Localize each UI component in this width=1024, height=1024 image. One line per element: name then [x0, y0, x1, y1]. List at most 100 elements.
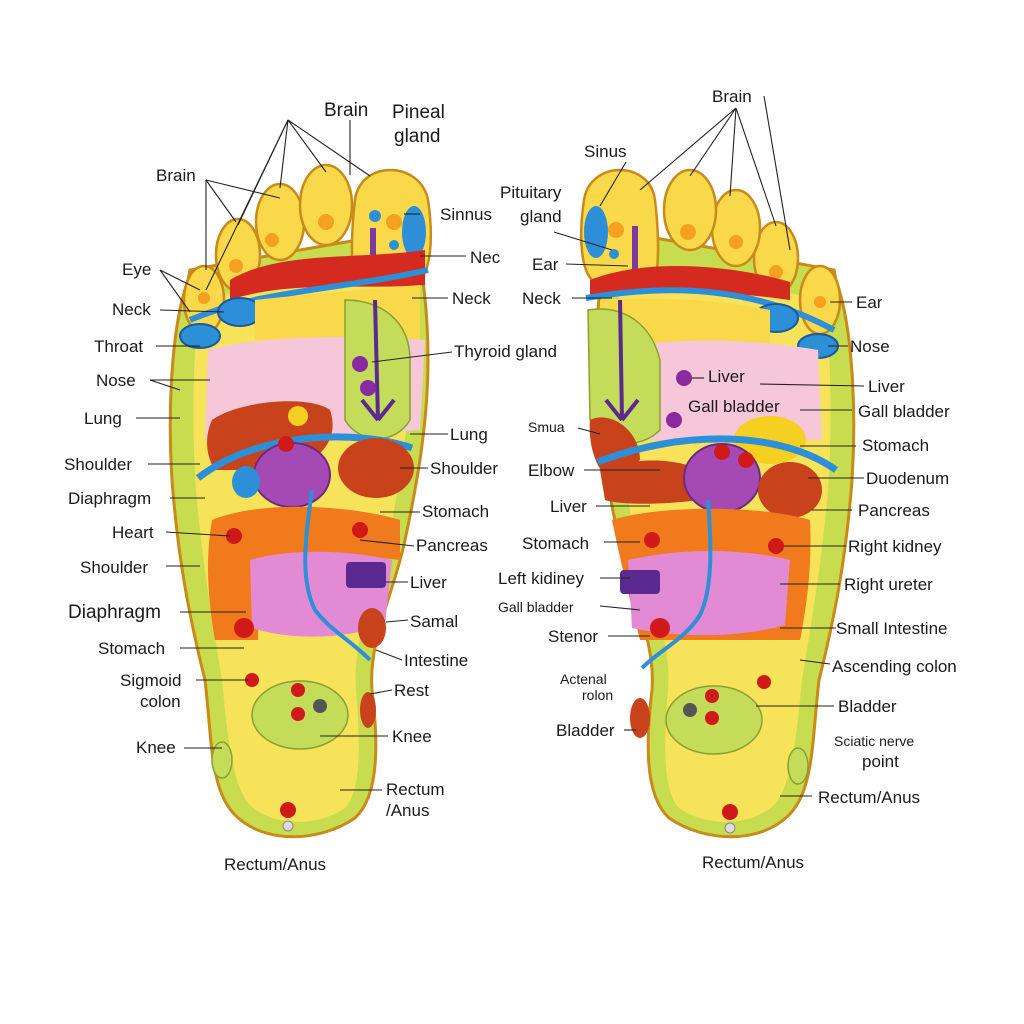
left-leader-lines	[136, 119, 466, 791]
right-toe-dot	[680, 224, 696, 240]
left-toe-dot	[389, 240, 399, 250]
label-diaphragm-2: Diaphragm	[68, 602, 161, 623]
label-small-intestine: Small Intestine	[836, 619, 948, 638]
left-knee-zone	[211, 741, 233, 779]
label-knee-right: Knee	[392, 727, 432, 746]
left-point	[291, 707, 305, 721]
label-pancreas: Pancreas	[416, 536, 488, 555]
left-kidney-zone	[253, 442, 331, 508]
label-brain: Brain	[712, 87, 752, 106]
label-bladder-left: Bladder	[556, 721, 615, 740]
label-shoulder-right: Shoulder	[430, 459, 498, 478]
left-second-toe	[298, 163, 354, 247]
label-pituitary: Pituitary	[500, 183, 562, 202]
label-shoulder-left: Shoulder	[64, 455, 132, 474]
label-lung-right: Lung	[450, 425, 488, 444]
label-sciatic-point: point	[862, 752, 899, 771]
left-thyroid-nerve	[360, 299, 396, 422]
right-third-toe	[710, 188, 762, 268]
label-ear-left: Ear	[532, 255, 559, 274]
label-eye: Eye	[122, 260, 151, 279]
label-right-ureter: Right ureter	[844, 575, 933, 594]
label-knee-left: Knee	[136, 738, 176, 757]
left-thyroid-dot	[360, 380, 376, 396]
label-neck: Neck	[522, 289, 561, 308]
left-toe-dot	[265, 233, 279, 247]
left-toe-dot	[198, 292, 210, 304]
left-big-toe-sinus-zone	[402, 206, 426, 258]
left-samal-zone	[358, 608, 386, 648]
right-dot	[676, 370, 692, 386]
left-stomach-zone	[338, 438, 414, 498]
label-samal: Samal	[410, 612, 458, 631]
label-ear-right: Ear	[856, 293, 883, 312]
right-small-intestine	[628, 551, 790, 636]
label-bladder-right: Bladder	[838, 697, 897, 716]
label-lung-left: Lung	[84, 409, 122, 428]
right-point	[738, 452, 754, 468]
label-liver: Liver	[410, 573, 447, 592]
label-sciatic-nerve: Sciatic nerve	[834, 733, 914, 749]
right-pituitary-mark	[632, 226, 638, 270]
right-second-toe	[662, 168, 718, 252]
right-ureter	[640, 499, 713, 670]
label-neck-left: Neck	[112, 300, 151, 319]
label-nec: Nec	[470, 248, 501, 267]
label-ascending-colon: Ascending colon	[832, 657, 957, 676]
left-point	[313, 699, 327, 713]
right-toe-dot	[814, 296, 826, 308]
left-third-toe	[254, 182, 306, 262]
label-pineal: Pineal	[392, 102, 445, 123]
left-foot	[136, 119, 466, 839]
label-sinus: Sinus	[584, 142, 627, 161]
label-rectum: Rectum	[386, 780, 445, 799]
label-gall-bladder-left: Gall bladder	[498, 599, 574, 615]
label-nose: Nose	[96, 371, 136, 390]
right-toe-dot	[769, 265, 783, 279]
label-pineal-gland: gland	[394, 126, 441, 147]
right-nerve	[604, 299, 640, 422]
label-rectum-anus: /Anus	[386, 801, 429, 820]
left-point	[280, 802, 296, 818]
left-pituitary-mark	[370, 228, 376, 266]
label-stenor: Stenor	[548, 627, 598, 646]
right-bladder-zone	[630, 698, 650, 738]
right-point	[705, 711, 719, 725]
label-sigmoid: Sigmoid	[120, 671, 181, 690]
label-rectum-anus-bottom: Rectum/Anus	[702, 853, 804, 872]
left-thyroid-dot	[352, 356, 368, 372]
label-stomach-right: Stomach	[422, 502, 489, 521]
label-thyroid-gland: Thyroid gland	[454, 342, 557, 361]
label-stomach-right: Stomach	[862, 436, 929, 455]
left-point	[234, 618, 254, 638]
label-pituitary-gland: gland	[520, 207, 562, 226]
label-sigmoid-colon: colon	[140, 692, 181, 711]
label-throat: Throat	[94, 337, 143, 356]
right-stomach-zone	[758, 462, 822, 518]
left-bladder-zone	[346, 562, 386, 588]
left-point	[291, 683, 305, 697]
left-toe-dot	[318, 214, 334, 230]
left-toe-dot	[369, 210, 381, 222]
right-big-toe-sinus-zone	[584, 206, 608, 258]
label-rectum-anus-bottom: Rectum/Anus	[224, 855, 326, 874]
left-point	[245, 673, 259, 687]
label-left-kidiney: Left kidiney	[498, 569, 584, 588]
right-diaphragm-vessel	[596, 435, 839, 473]
label-smua: Smua	[528, 419, 565, 435]
label-duodenum: Duodenum	[866, 469, 949, 488]
label-gall-bladder-inner: Gall bladder	[688, 397, 780, 416]
right-point	[722, 804, 738, 820]
left-liver-dot	[288, 406, 308, 426]
left-rest-zone	[360, 692, 376, 728]
label-nose: Nose	[850, 337, 890, 356]
label-actenal-rolon: rolon	[582, 687, 613, 703]
right-point	[705, 689, 719, 703]
right-neck-vessel	[585, 287, 836, 333]
right-bladder-small	[620, 570, 660, 594]
label-neck-right: Neck	[452, 289, 491, 308]
right-foot	[553, 95, 865, 839]
left-neck-vessel	[188, 267, 429, 323]
left-point	[282, 820, 294, 832]
